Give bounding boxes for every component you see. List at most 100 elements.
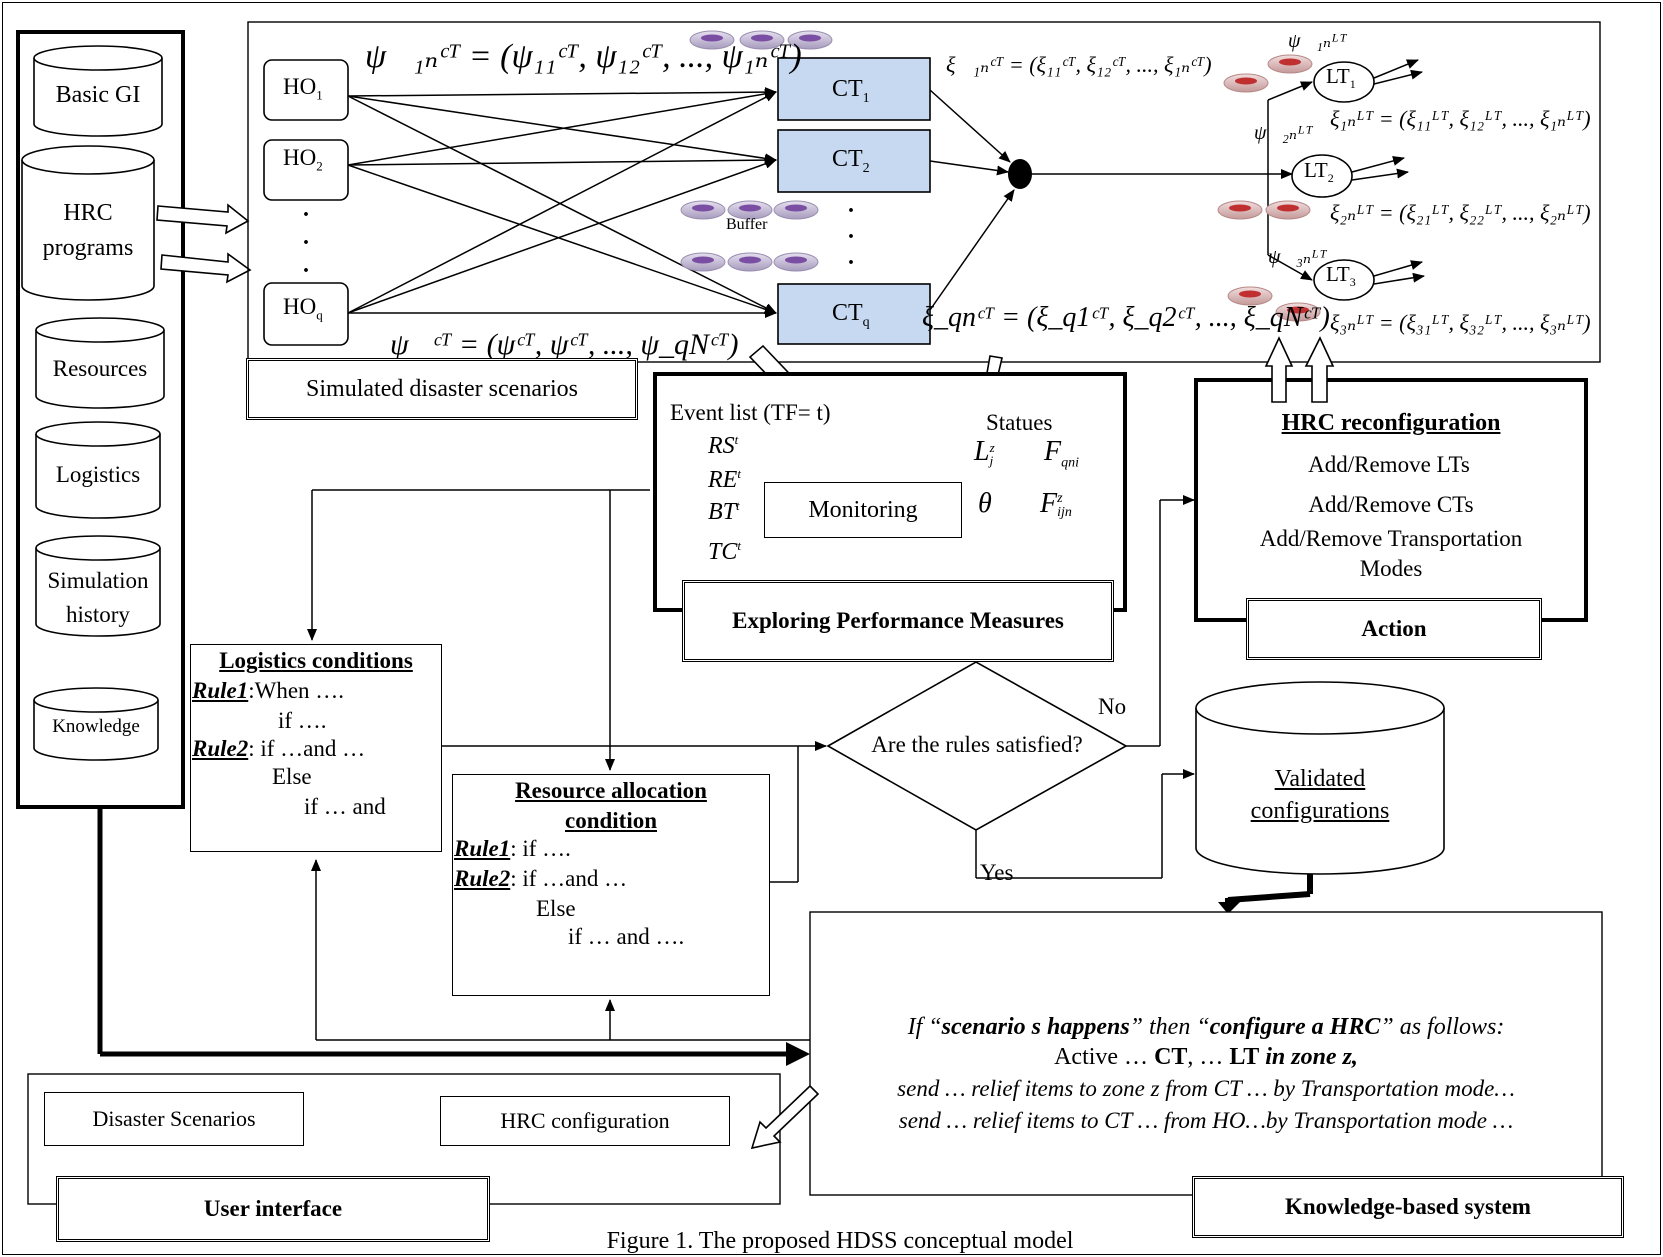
figure-caption: Figure 1. The proposed HDSS conceptual m… <box>606 1228 1074 1254</box>
simulated-scenarios-text: Simulated disaster scenarios <box>306 375 578 402</box>
lt2-sub: 2 <box>1327 171 1334 186</box>
kb-scenario: scenario s happens <box>941 1014 1130 1040</box>
l-text: L <box>974 436 990 467</box>
ho-dot-3: . <box>303 252 309 278</box>
no-branch <box>1126 495 1195 747</box>
junction-lt-links <box>1032 173 1269 255</box>
buffer-discs-top <box>689 30 833 50</box>
validated-db-shape <box>1195 681 1445 875</box>
psi-lt1: ψ⃗₁ₙᴸᵀ <box>1288 30 1347 52</box>
psi-bottom-equation: ψ⃗ᶜᵀ = (ψᶜᵀ, ψᶜᵀ, ..., ψ_qNᶜᵀ) <box>390 328 739 361</box>
lt3-node <box>1313 259 1375 301</box>
event-list-label: Event list (TF= t) <box>670 400 831 425</box>
lt2-label: LT2 <box>1304 158 1334 186</box>
ct2-sub: 2 <box>862 160 870 176</box>
ct-dot-3: . <box>848 244 854 270</box>
block-arrows-hrc <box>156 203 252 284</box>
resource-rule2-text: : if …and … <box>510 866 628 891</box>
simulation-history-db-shape <box>35 535 161 637</box>
xi-ct1-equation: ξ⃗₁ₙᶜᵀ = (ξ₁₁ᶜᵀ, ξ₁₂ᶜᵀ, ..., ξ₁ₙᶜᵀ) <box>946 52 1212 77</box>
tc-symbol: TCt <box>708 538 741 566</box>
re-symbol: REt <box>708 466 741 494</box>
resource-rule1-label: Rule1 <box>454 836 511 861</box>
hrc-programs-db-shape <box>21 145 155 301</box>
lt1-label: LT1 <box>1326 64 1356 92</box>
decision-no: No <box>1098 694 1127 719</box>
kb-rule-line1: If “scenario s happens” then “configure … <box>820 1014 1592 1041</box>
to-decision-lines <box>440 741 827 883</box>
block-arrow-kb-ui <box>750 1084 820 1150</box>
lt3-text: LT <box>1326 262 1350 286</box>
resource-allocation-box <box>452 774 770 996</box>
xi-lt3-equation: ξ₃ₙᴸᵀ = (ξ₃₁ᴸᵀ, ξ₃₂ᴸᵀ, ..., ξ₃ₙᴸᵀ) <box>1330 310 1591 335</box>
xi-ctq-equation: ξ_qnᶜᵀ = (ξ_q1ᶜᵀ, ξ_q2ᶜᵀ, ..., ξ_qNᶜᵀ) <box>922 302 1330 333</box>
ct2-text: CT <box>832 146 863 172</box>
kb-panel <box>809 911 1603 1196</box>
kb-rule-line3: send … relief items to zone z from CT … … <box>897 1076 1515 1101</box>
bt-symbol: BTt <box>708 498 740 526</box>
ho2-sub: 2 <box>316 158 323 174</box>
kb-active: Active … <box>1054 1044 1155 1070</box>
ho-ct-links <box>347 87 777 318</box>
knowledge-db-shape <box>33 687 159 761</box>
scenario-panel <box>247 21 1601 363</box>
ct-junction-links <box>929 89 1015 311</box>
ho1-text: HO <box>283 74 317 99</box>
xi-lt1-equation: ξ₁ₙᴸᵀ = (ξ₁₁ᴸᵀ, ξ₁₂ᴸᵀ, ..., ξ₁ₙᴸᵀ) <box>1330 106 1591 131</box>
disaster-scenarios-text: Disaster Scenarios <box>92 1106 256 1131</box>
lt2-node <box>1291 154 1353 198</box>
bt-text: BT <box>708 499 737 525</box>
l-sub: j <box>989 452 994 468</box>
kb-follows: ” as follows: <box>1380 1014 1505 1040</box>
logistics-conditions-title: Logistics conditions <box>219 648 413 673</box>
ct2-label: CT2 <box>832 146 870 177</box>
hrc-programs-label-1: HRC <box>63 200 113 226</box>
exploring-text: Exploring Performance Measures <box>732 608 1064 633</box>
ho1-box <box>263 59 349 121</box>
f1-sub: qni <box>1061 455 1079 471</box>
resource-allocation-title-2: condition <box>564 808 658 833</box>
monitoring-box: Monitoring <box>764 482 962 538</box>
logistics-conditions-box <box>190 644 442 852</box>
ct2-box <box>777 129 931 193</box>
logistics-if: if …. <box>278 708 327 733</box>
ho2-box <box>263 139 349 201</box>
resource-rule1: Rule1: if …. <box>454 836 571 862</box>
lt-discs <box>1217 54 1321 322</box>
basic-gi-label: Basic GI <box>55 82 141 108</box>
ho1-label: HO1 <box>283 74 323 104</box>
resource-rule2: Rule2: if …and … <box>454 866 627 892</box>
lt1-sub: 1 <box>1349 77 1356 92</box>
add-lts-text: Add/Remove LTs <box>1308 452 1470 477</box>
block-arrows-up <box>1264 336 1335 403</box>
exploring-title: Exploring Performance Measures <box>682 580 1114 662</box>
lt1-node <box>1313 61 1375 103</box>
validated-kb-link <box>1225 874 1313 910</box>
kb-configure: configure a HRC <box>1209 1014 1381 1040</box>
disaster-scenarios-box: Disaster Scenarios <box>44 1092 304 1146</box>
lt3-label: LT3 <box>1326 262 1356 290</box>
kb-if: If “ <box>907 1014 942 1040</box>
psi-lt3: ψ⃗₃ₙᴸᵀ <box>1268 246 1327 268</box>
logistics-if-and: if … and <box>304 794 386 819</box>
ctq-text: CT <box>832 300 863 326</box>
psi-top-equation: ψ⃗₁ₙᶜᵀ = (ψ₁₁ᶜᵀ, ψ₁₂ᶜᵀ, ..., ψ₁ₙᶜᵀ) <box>365 38 802 75</box>
logistics-else: Else <box>272 764 312 789</box>
ct-dot-2: . <box>848 218 854 244</box>
theta-symbol: θ <box>978 488 992 519</box>
action-text: Action <box>1361 616 1427 641</box>
statues-label: Statues <box>986 410 1053 435</box>
add-tm-text-1: Add/Remove Transportation <box>1259 526 1523 551</box>
decision-yes: Yes <box>980 860 1014 885</box>
f2-text: F <box>1040 488 1058 519</box>
kb-system-title: Knowledge-based system <box>1192 1176 1624 1238</box>
ct1-label: CT1 <box>832 76 870 107</box>
add-tm-text-2: Modes <box>1359 556 1423 581</box>
buffer-discs-mid <box>680 200 819 220</box>
ct1-sub: 1 <box>862 90 870 106</box>
hrc-programs-label-2: programs <box>42 235 134 261</box>
action-panel <box>1194 378 1588 622</box>
yes-branch <box>975 769 1195 879</box>
